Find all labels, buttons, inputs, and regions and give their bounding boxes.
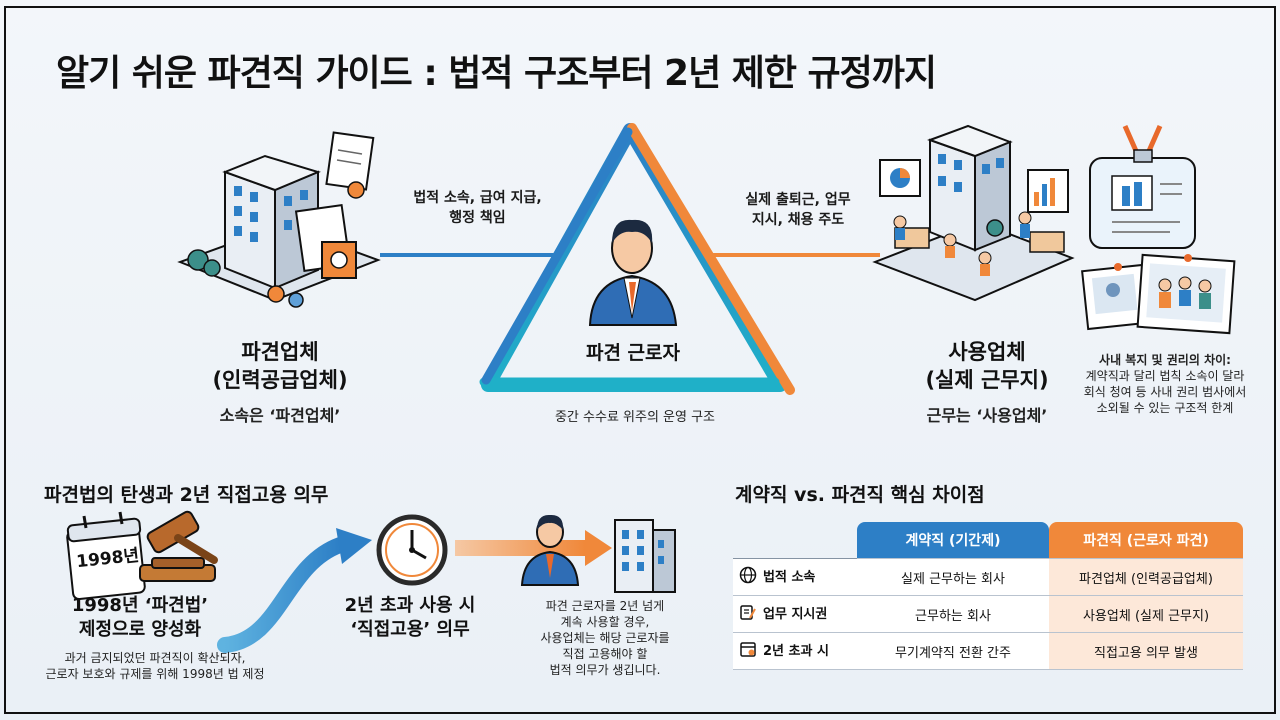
- page-title: 알기 쉬운 파견직 가이드 : 법적 구조부터 2년 제한 규정까지: [56, 53, 937, 94]
- calendar-1998-icon: [66, 511, 146, 600]
- orange-arrow-head-icon: [585, 530, 612, 566]
- comparison-header-row: 계약직 (기간제) 파견직 (근로자 파견): [733, 522, 1243, 559]
- step1-title: 1998년 ‘파견법’ 제정으로 양성화: [50, 594, 230, 642]
- worker-figure-icon: [588, 219, 678, 326]
- welfare-note: 사내 복지 및 권리의 차이: 계약직과 달리 법칙 소속이 달라 회식 청여 …: [1075, 352, 1255, 416]
- user-company-name: 사용업체: [948, 340, 1026, 364]
- step3-desc-line-1: 파견 근로자를 2년 넘게: [545, 599, 665, 613]
- triangle-shape: [479, 123, 795, 395]
- row-label-text: 법적 소속: [763, 569, 816, 585]
- dispatch-company-sub: (인력공급업체): [212, 368, 348, 392]
- table-row: 2년 초과 시 무기계약직 전환 간주 직접고용 의무 발생: [733, 632, 1243, 670]
- small-building-icon: [614, 519, 676, 593]
- left-edge-label: 법적 소속, 급여 지급, 행정 책임: [390, 188, 565, 228]
- step2-title: 2년 초과 사용 시 ‘직접고용’ 의무: [330, 594, 490, 642]
- cell-contract-legal: 실제 근무하는 회사: [857, 558, 1049, 596]
- orange-arrow-icon: [455, 540, 585, 556]
- clipboard-pencil-icon: [739, 603, 757, 625]
- curved-arrow-head-icon: [336, 528, 372, 564]
- comparison-table: 계약직 (기간제) 파견직 (근로자 파견) 법적 소속 실제 근무하는 회사 …: [733, 522, 1243, 670]
- welfare-note-title: 사내 복지 및 권리의 차이:: [1099, 353, 1231, 367]
- step1-title-line-2: 제정으로 양성화: [78, 619, 202, 640]
- cell-dispatch-legal: 파견업체 (인력공급업체): [1049, 558, 1243, 596]
- row-label-over-two-years: 2년 초과 시: [733, 632, 857, 670]
- cell-contract-instruction: 근무하는 회사: [857, 595, 1049, 633]
- bottom-edge-label: 중간 수수료 위주의 운영 구조: [554, 410, 716, 425]
- step1-desc-line-1: 과거 금지되었던 파견직이 확산되자,: [64, 651, 246, 665]
- row-label-text: 2년 초과 시: [763, 643, 829, 659]
- dispatch-company-building-icon: [177, 131, 381, 308]
- welfare-note-line-2: 회식 청여 등 사내 권리 범사에서: [1083, 385, 1247, 399]
- right-edge-line-2: 지시, 채용 주도: [751, 212, 845, 228]
- left-edge-line-1: 법적 소속, 급여 지급,: [413, 190, 542, 206]
- user-company-office-icon: [872, 124, 1075, 302]
- calendar-icon: [739, 640, 757, 662]
- user-company-title: 사용업체 (실제 근무지) 근무는 ‘사용업체’: [902, 338, 1072, 426]
- table-row: 법적 소속 실제 근무하는 회사 파견업체 (인력공급업체): [733, 558, 1243, 596]
- welfare-note-line-3: 소외될 수 있는 구조적 한계: [1096, 401, 1234, 415]
- right-edge-label: 실제 출퇴근, 업무 지시, 채용 주도: [718, 190, 878, 230]
- step3-desc-line-4: 직접 고용해야 할: [562, 647, 648, 661]
- right-edge-line-1: 실제 출퇴근, 업무: [745, 192, 851, 208]
- small-worker-icon: [520, 514, 580, 586]
- user-company-note: 근무는 ‘사용업체’: [926, 406, 1048, 425]
- cell-dispatch-over-two-years: 직접고용 의무 발생: [1049, 632, 1243, 670]
- id-badge-icon: [1089, 124, 1196, 249]
- group-photo-icon: [1081, 253, 1236, 335]
- welfare-note-line-1: 계약직과 달리 법칙 소속이 달라: [1085, 369, 1245, 383]
- step1-title-line-1: 1998년 ‘파견법’: [71, 595, 209, 616]
- row-label-text: 업무 지시권: [763, 606, 828, 622]
- dispatch-company-title: 파견업체 (인력공급업체) 소속은 ‘파견업체’: [195, 338, 365, 426]
- worker-label: 파견 근로자: [585, 342, 680, 364]
- step1-description: 과거 금지되었던 파견직이 확산되자, 근로자 보호와 규제를 위해 1998년…: [30, 650, 280, 682]
- history-section-title: 파견법의 탄생과 2년 직접고용 의무: [44, 484, 329, 506]
- step3-desc-line-3: 사용업체는 해당 근로자를: [540, 631, 670, 645]
- gavel-icon: [139, 510, 218, 582]
- cell-contract-over-two-years: 무기계약직 전환 간주: [857, 632, 1049, 670]
- cell-dispatch-instruction: 사용업체 (실제 근무지): [1049, 595, 1243, 633]
- curved-arrow-icon: [217, 537, 348, 653]
- step3-desc-line-5: 법적 의무가 생깁니다.: [549, 663, 661, 677]
- step1-desc-line-2: 근로자 보호와 규제를 위해 1998년 법 제정: [45, 667, 265, 681]
- comparison-section-title: 계약직 vs. 파견직 핵심 차이점: [735, 484, 985, 506]
- dispatch-company-name: 파견업체: [241, 340, 319, 364]
- step2-title-line-1: 2년 초과 사용 시: [344, 595, 476, 616]
- step3-description: 파견 근로자를 2년 넘게 계속 사용할 경우, 사용업체는 해당 근로자를 직…: [515, 598, 695, 678]
- step3-desc-line-2: 계속 사용할 경우,: [560, 615, 650, 629]
- row-label-legal: 법적 소속: [733, 558, 857, 596]
- dispatch-company-note: 소속은 ‘파견업체’: [219, 406, 341, 425]
- table-row: 업무 지시권 근무하는 회사 사용업체 (실제 근무지): [733, 595, 1243, 633]
- left-edge-line-2: 행정 책임: [449, 210, 506, 226]
- user-company-sub: (실제 근무지): [925, 368, 1049, 392]
- header-dispatch: 파견직 (근로자 파견): [1049, 522, 1243, 559]
- globe-icon: [739, 566, 757, 588]
- row-label-instruction: 업무 지시권: [733, 595, 857, 633]
- step2-title-line-2: ‘직접고용’ 의무: [350, 619, 470, 640]
- clock-icon: [376, 514, 448, 586]
- header-blank: [733, 522, 857, 559]
- header-contract: 계약직 (기간제): [857, 522, 1049, 559]
